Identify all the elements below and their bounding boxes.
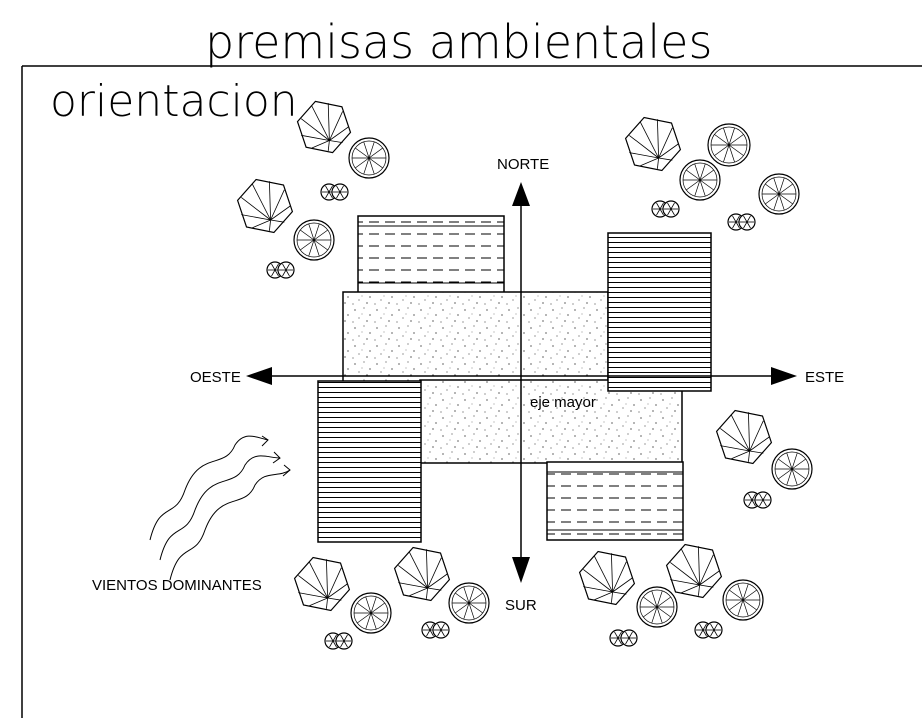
tree-icon	[771, 448, 813, 490]
tree-icon	[636, 586, 678, 628]
shrub-icon	[421, 621, 450, 639]
building-block-south	[546, 461, 684, 541]
tree-icon	[348, 137, 390, 179]
building-main-west	[342, 291, 609, 383]
building-block-east	[607, 232, 712, 392]
label-south: SUR	[505, 597, 537, 614]
tree-icon	[578, 550, 636, 606]
diagram-title: premisas ambientales	[205, 15, 712, 69]
shrub-icon	[694, 621, 723, 639]
shrub-icon	[324, 632, 353, 650]
diagram-subtitle: orientacion	[50, 76, 298, 127]
tree-icon	[448, 582, 490, 624]
label-prevailing-winds: VIENTOS DOMINANTES	[92, 577, 262, 594]
tree-icon	[679, 159, 721, 201]
shrub-icon	[651, 200, 680, 218]
tree-icon	[715, 409, 773, 465]
tree-icon	[236, 178, 294, 234]
shrub-icon	[727, 213, 756, 231]
tree-icon	[293, 219, 335, 261]
tree-icon	[350, 592, 392, 634]
label-north: NORTE	[497, 156, 549, 173]
tree-icon	[393, 546, 451, 602]
tree-icon	[624, 116, 682, 172]
tree-icon	[293, 556, 351, 612]
south-arrow-icon	[512, 557, 530, 583]
west-arrow-icon	[246, 367, 272, 385]
shrub-icon	[609, 629, 638, 647]
building-block-west	[317, 380, 422, 543]
shrub-icon	[320, 183, 349, 201]
tree-icon	[665, 543, 723, 599]
north-arrow-icon	[512, 182, 530, 206]
label-west: OESTE	[190, 369, 241, 386]
building-main-center	[419, 379, 683, 464]
tree-icon	[707, 123, 751, 167]
building-block-north	[357, 215, 505, 294]
label-major-axis: eje mayor	[530, 394, 596, 411]
label-east: ESTE	[805, 369, 844, 386]
east-arrow-icon	[771, 367, 797, 385]
tree-icon	[758, 173, 800, 215]
tree-icon	[296, 100, 352, 154]
tree-icon	[722, 579, 764, 621]
trees-group	[236, 100, 813, 650]
wind-arrows-icon	[149, 435, 291, 581]
shrub-icon	[266, 261, 295, 279]
shrub-icon	[743, 491, 772, 509]
